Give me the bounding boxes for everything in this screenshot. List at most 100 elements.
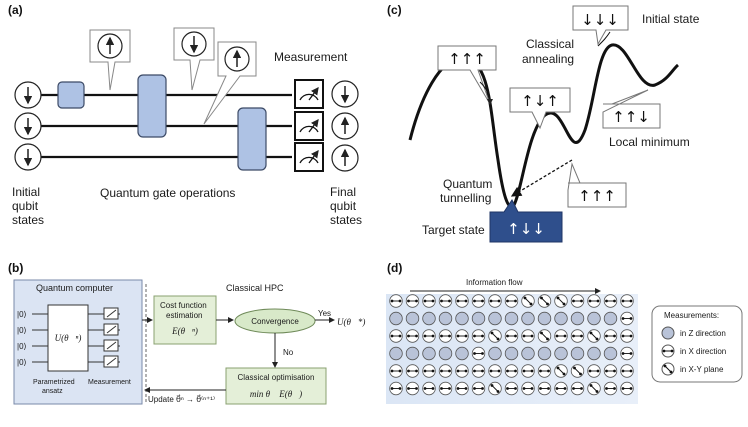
lattice-qubit bbox=[537, 346, 552, 361]
legend-x: in X direction bbox=[680, 347, 726, 356]
meter-1 bbox=[294, 79, 324, 109]
tunnelling-arrow bbox=[510, 159, 573, 197]
cost-label-2: estimation bbox=[166, 311, 202, 320]
state-box-start: ↑↑↑ bbox=[437, 45, 497, 105]
z-measure-icon bbox=[661, 326, 675, 340]
target-state-box: ↑↓↓ bbox=[489, 199, 563, 243]
ansatz-box bbox=[47, 304, 89, 372]
xy-measure-icon bbox=[661, 362, 675, 376]
lattice-qubit bbox=[405, 381, 420, 396]
lattice-qubit bbox=[521, 346, 535, 361]
lattice-qubit bbox=[488, 294, 502, 308]
lattice-qubit bbox=[554, 329, 568, 343]
lattice-qubit bbox=[471, 311, 486, 326]
lattice-qubit bbox=[389, 311, 403, 326]
lattice-qubit bbox=[537, 329, 552, 343]
lattice-qubit bbox=[438, 364, 453, 378]
lattice-qubit bbox=[554, 311, 568, 326]
quantum-label-2: tunnelling bbox=[440, 191, 491, 205]
lattice-qubit bbox=[620, 381, 634, 396]
lattice-qubit bbox=[587, 311, 601, 326]
lattice-qubit bbox=[521, 364, 535, 378]
lattice-qubit bbox=[587, 381, 601, 396]
panel-a-label: (a) bbox=[8, 3, 23, 17]
final-qubit-1 bbox=[331, 80, 359, 108]
cluster-lattice bbox=[389, 294, 634, 396]
lattice-qubit bbox=[570, 311, 585, 326]
lattice-qubit bbox=[438, 381, 453, 396]
single-qubit-gate bbox=[57, 81, 85, 109]
lattice-qubit bbox=[587, 294, 601, 308]
initial-label-2: qubit bbox=[12, 199, 39, 213]
cost-label-1: Cost function bbox=[160, 301, 207, 310]
lattice-qubit bbox=[620, 294, 634, 308]
svg-text:↑↑↓: ↑↑↓ bbox=[612, 108, 650, 126]
lattice-qubit bbox=[455, 364, 469, 378]
panel-a: (a) bbox=[8, 3, 362, 227]
lattice-qubit bbox=[438, 311, 453, 326]
annealing-pointer bbox=[597, 31, 611, 47]
lattice-qubit bbox=[554, 364, 568, 378]
result-expression: U(θ⃗*) bbox=[337, 317, 365, 327]
final-qubit-2 bbox=[331, 112, 359, 140]
lattice-qubit bbox=[438, 294, 453, 308]
lattice-qubit bbox=[504, 294, 519, 308]
measurement-label-b: Measurement bbox=[88, 379, 131, 386]
panel-c-label: (c) bbox=[387, 3, 402, 17]
state-box-tunnel: ↑↑↑ bbox=[567, 162, 627, 208]
lattice-qubit bbox=[488, 346, 502, 361]
lattice-qubit bbox=[405, 311, 420, 326]
quantum-computer-label: Quantum computer bbox=[36, 283, 113, 293]
panel-c: (c) ↓↓↓ ↑↑↑ ↑↓↑ ↑↑↓ ↑↑↑ ↑↓↓ I bbox=[387, 3, 700, 243]
lattice-qubit bbox=[504, 381, 519, 396]
update-label: Update θ⃗ⁿ → θ⃗⁽ⁿ⁺¹⁾ bbox=[148, 394, 215, 404]
two-qubit-gate-1 bbox=[137, 74, 167, 138]
lattice-qubit bbox=[405, 346, 420, 361]
lattice-qubit bbox=[504, 329, 519, 343]
lattice-qubit bbox=[570, 381, 585, 396]
ket-3: |0⟩ bbox=[17, 342, 27, 351]
lattice-qubit bbox=[587, 346, 601, 361]
lattice-qubit bbox=[537, 364, 552, 378]
svg-text:↑↓↑: ↑↓↑ bbox=[521, 92, 559, 110]
cost-expression: E(θ⃗ⁿ) bbox=[171, 326, 198, 336]
legend: Measurements: in Z direction in X direct… bbox=[651, 305, 743, 383]
gates-label: Quantum gate operations bbox=[100, 186, 235, 200]
lattice-qubit bbox=[620, 364, 634, 378]
lattice-qubit bbox=[488, 381, 502, 396]
state-box-initial: ↓↓↓ bbox=[572, 5, 629, 46]
lattice-qubit bbox=[455, 294, 469, 308]
optimisation-label: Classical optimisation bbox=[238, 373, 315, 382]
lattice-qubit bbox=[455, 311, 469, 326]
initial-qubit-3 bbox=[14, 143, 42, 171]
lattice-qubit bbox=[455, 381, 469, 396]
lattice-qubit bbox=[537, 381, 552, 396]
final-label-1: Final bbox=[330, 185, 356, 199]
lattice-qubit bbox=[488, 364, 502, 378]
lattice-qubit bbox=[471, 364, 486, 378]
svg-text:↑↑↑: ↑↑↑ bbox=[448, 50, 486, 68]
meter-3 bbox=[294, 142, 324, 172]
measure-icons bbox=[103, 307, 119, 368]
lattice-qubit bbox=[603, 381, 618, 396]
lattice-qubit bbox=[521, 381, 535, 396]
state-callout-3 bbox=[203, 41, 257, 125]
lattice-qubit bbox=[521, 294, 535, 308]
panel-b: (b) Quantum computer Classical HPC |0⟩ |… bbox=[8, 261, 365, 405]
lattice-qubit bbox=[422, 364, 436, 378]
lattice-qubit bbox=[455, 346, 469, 361]
lattice-qubit bbox=[471, 329, 486, 343]
lattice-qubit bbox=[389, 381, 403, 396]
lattice-qubit bbox=[603, 294, 618, 308]
lattice-qubit bbox=[471, 381, 486, 396]
panel-b-label: (b) bbox=[8, 261, 23, 275]
quantum-label-1: Quantum bbox=[443, 177, 492, 191]
initial-state-label: Initial state bbox=[642, 12, 700, 26]
optimisation-expression: min θ⃗ E(θ⃗) bbox=[250, 389, 302, 399]
svg-text:↑↑↑: ↑↑↑ bbox=[578, 187, 616, 205]
final-label-2: qubit bbox=[330, 199, 357, 213]
initial-label-3: states bbox=[12, 213, 44, 227]
lattice-qubit bbox=[603, 329, 618, 343]
lattice-qubit bbox=[389, 346, 403, 361]
lattice-qubit bbox=[554, 381, 568, 396]
